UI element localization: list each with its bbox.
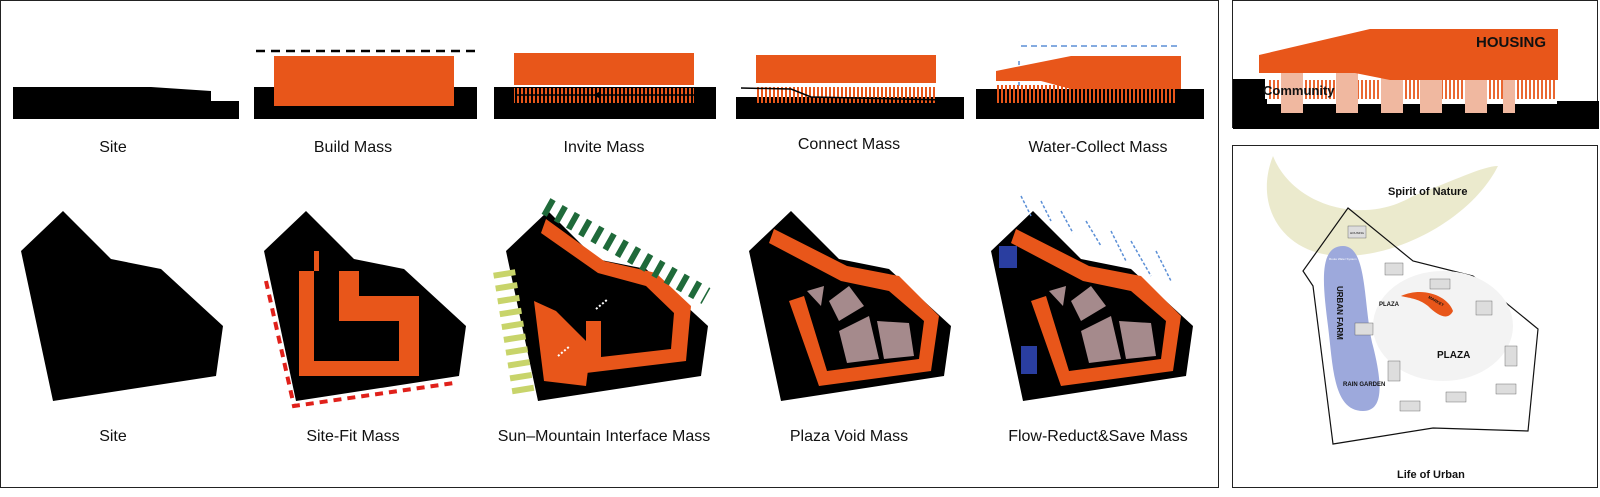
life-of-urban-label: Life of Urban (1397, 469, 1465, 481)
housing-tags (1347, 225, 1518, 412)
plan-site (21, 211, 223, 401)
plan-flow-reduct-save-mass (991, 195, 1193, 401)
spirit-of-nature-label: Spirit of Nature (1388, 186, 1467, 198)
market-zone (1401, 291, 1453, 317)
plaza-zone (1373, 271, 1513, 381)
urban-farm-label: URBAN FARM (1335, 286, 1344, 340)
housing-section-panel: HOUSING Community (1232, 0, 1599, 129)
route-water-label: Route Water System (1329, 257, 1357, 261)
concept-plan-diagram: Spirit of Nature Life of Urban Route Wat… (1266, 156, 1539, 481)
site-boundary (1302, 207, 1539, 445)
housing-label: HOUSING (1476, 34, 1546, 51)
plan-label-sun-mountain-mass: Sun–Mountain Interface Mass (497, 428, 711, 445)
plan-label-flow-reduct-save-mass: Flow-Reduct&Save Mass (1008, 428, 1188, 445)
section-connect-mass (736, 55, 964, 119)
section-label-connect-mass: Connect Mass (797, 136, 901, 153)
section-label-invite-mass: Invite Mass (563, 139, 645, 156)
plan-site-fit-mass (264, 211, 466, 409)
rain-garden-label: RAIN GARDEN (1343, 382, 1385, 388)
housing-tag-label: HOUSING (1350, 231, 1365, 235)
plan-label-plaza-void-mass: Plaza Void Mass (789, 428, 909, 445)
housing-section-diagram: HOUSING Community (1233, 29, 1599, 129)
plaza-small-label: PLAZA (1379, 302, 1400, 308)
section-invite-mass (494, 53, 716, 119)
section-build-mass (254, 49, 479, 119)
urban-farm-zone (1323, 246, 1380, 411)
plan-label-site-fit-mass: Site-Fit Mass (306, 428, 400, 445)
plan-plaza-void-mass (749, 211, 951, 401)
plan-sun-mountain-mass (493, 198, 711, 401)
massing-process-panel: Site Build Mass Invite Mass Connect Mass… (0, 0, 1219, 488)
section-label-site: Site (99, 139, 127, 156)
section-water-collect-mass (976, 45, 1204, 119)
plan-label-site: Site (99, 428, 127, 445)
section-site (13, 87, 239, 119)
concept-plan-panel: Spirit of Nature Life of Urban Route Wat… (1232, 145, 1598, 488)
massing-diagrams (13, 45, 1204, 409)
community-label: Community (1263, 83, 1335, 98)
section-label-water-collect-mass: Water-Collect Mass (1028, 139, 1168, 156)
nature-zone (1266, 156, 1498, 256)
plaza-large-label: PLAZA (1437, 350, 1470, 361)
housing-tag (1347, 225, 1367, 239)
section-label-build-mass: Build Mass (313, 139, 393, 156)
